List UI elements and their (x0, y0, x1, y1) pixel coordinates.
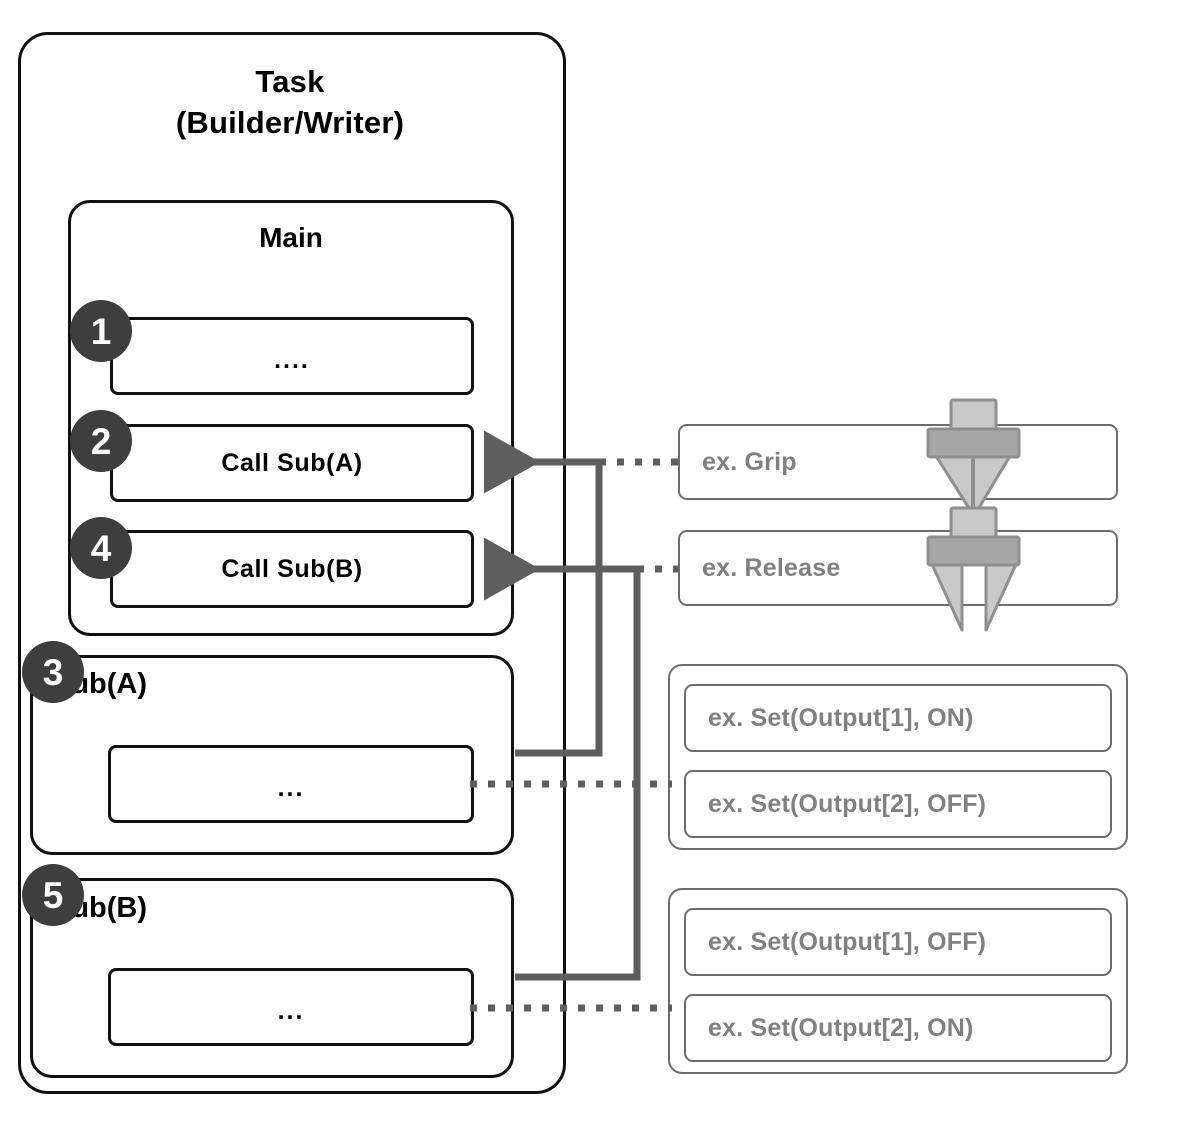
task-title: Task (Builder/Writer) (40, 62, 540, 144)
main-statement-3-label: Call Sub(B) (221, 554, 363, 583)
step-badge-5: 5 (22, 864, 84, 926)
sub-b-body-label: ... (277, 997, 305, 1025)
main-statement-1: .... (110, 317, 474, 395)
step-badge-4: 4 (70, 517, 132, 579)
example-grip-box: ex. Grip (678, 424, 1118, 500)
sub-a-body: ... (108, 745, 474, 823)
main-statement-call-sub-b: Call Sub(B) (110, 530, 474, 608)
main-statement-call-sub-a: Call Sub(A) (110, 424, 474, 502)
step-badge-1: 1 (70, 300, 132, 362)
step-badge-3: 3 (22, 641, 84, 703)
output-item-4: ex. Set(Output[2], ON) (684, 994, 1112, 1062)
task-title-line2: (Builder/Writer) (175, 104, 405, 140)
task-title-line1: Task (255, 64, 325, 99)
main-statement-1-label: .... (274, 346, 310, 374)
example-release-label: ex. Release (702, 553, 841, 582)
output-item-3: ex. Set(Output[1], OFF) (684, 908, 1112, 976)
output-item-2: ex. Set(Output[2], OFF) (684, 770, 1112, 838)
main-statement-2-label: Call Sub(A) (221, 448, 363, 477)
step-badge-2: 2 (70, 410, 132, 472)
sub-a-body-label: ... (277, 774, 305, 802)
example-grip-label: ex. Grip (702, 447, 797, 476)
output-item-1: ex. Set(Output[1], ON) (684, 684, 1112, 752)
example-release-box: ex. Release (678, 530, 1118, 606)
sub-b-body: ... (108, 968, 474, 1046)
main-title: Main (259, 222, 323, 253)
